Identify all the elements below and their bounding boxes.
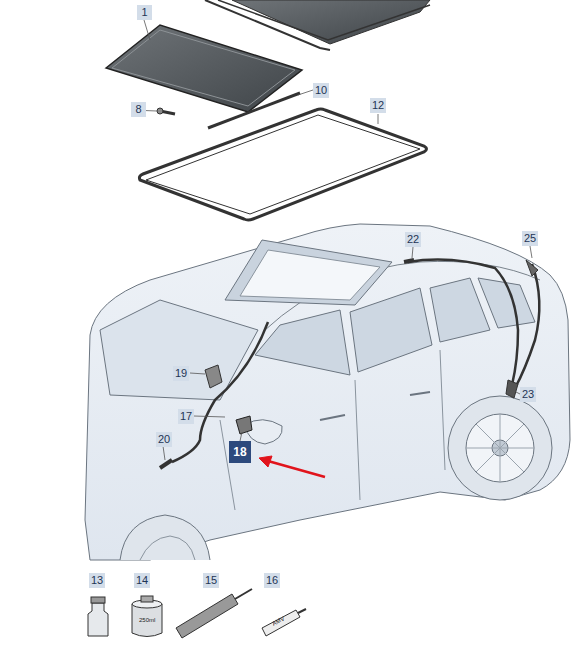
callout-number: 18 (229, 441, 251, 463)
item-text: 250ml (139, 617, 155, 624)
callout-number: 23 (520, 387, 536, 402)
callout-number: 22 (405, 232, 421, 247)
callout-number: 10 (313, 83, 329, 98)
callout-number: 17 (178, 409, 194, 424)
callout-number: 13 (89, 573, 105, 588)
callout-number: 14 (134, 573, 150, 588)
callout-number: 16 (264, 573, 280, 588)
callout-number: 8 (131, 102, 146, 117)
callout-number: 15 (203, 573, 219, 588)
callout-number: 19 (173, 366, 189, 381)
callout-number: 20 (156, 432, 172, 447)
callout-number: 25 (522, 231, 538, 246)
callout-number: 1 (137, 5, 152, 20)
callout-number: 12 (370, 98, 386, 113)
